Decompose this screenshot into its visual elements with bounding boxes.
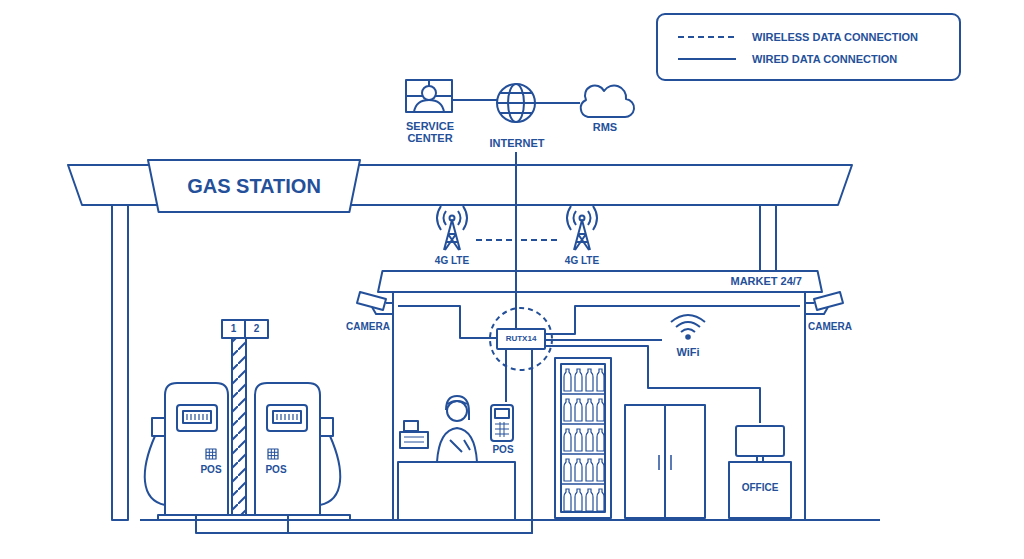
internet-node: INTERNET (482, 80, 552, 152)
pump-pos: POS (255, 383, 320, 515)
node-label: SERVICE CENTER (398, 120, 462, 144)
market-band: MARKET 24/7 (378, 271, 822, 292)
lte-tower-node: 4G LTE (428, 205, 476, 269)
fridge (555, 358, 611, 518)
wired-connector (546, 306, 800, 334)
lte-tower (567, 206, 597, 250)
pole-sign (222, 320, 268, 338)
market-wall (804, 292, 806, 520)
wired-connector (288, 350, 532, 533)
market-wall (392, 292, 394, 520)
wired-connector (552, 103, 572, 104)
pole-sign-divider (244, 320, 246, 338)
node-label: INTERNET (490, 137, 545, 149)
node-label: MARKET 24/7 (730, 275, 802, 287)
node-label: WiFi (676, 346, 699, 358)
callout-number: 1 (231, 323, 237, 334)
service-center: SERVICE CENTER (395, 76, 465, 152)
wifi-icon (671, 315, 705, 339)
cashier (437, 396, 477, 462)
wire-stub (452, 99, 497, 101)
node-label: RMS (593, 121, 617, 133)
camera-icon (805, 292, 843, 314)
internet-globe (497, 84, 535, 122)
gas-station-sign: GAS STATION (148, 160, 360, 212)
wireless-connector (476, 240, 516, 328)
rms-cloud (581, 85, 634, 117)
fuel-pump (145, 383, 228, 515)
legend-box (657, 14, 960, 80)
handheld-pos (491, 405, 513, 441)
wired-connector (465, 100, 482, 101)
wireless-connector (516, 240, 557, 328)
wire-stub (535, 102, 580, 104)
legend-solid-sample (678, 58, 736, 60)
node-label: CAMERA (346, 321, 390, 332)
office-node: OFFICE (728, 423, 792, 519)
legend-text: WIRELESS DATA CONNECTION (752, 31, 918, 43)
fuel-pump (255, 383, 340, 515)
node-label: GAS STATION (187, 175, 321, 197)
double-door (625, 405, 705, 518)
router-box: RUTX14 (496, 328, 546, 350)
node-label: POS (265, 464, 286, 475)
node-label: 4G LTE (435, 255, 469, 266)
lte-tower (437, 206, 467, 250)
node-label: 4G LTE (565, 255, 599, 266)
lte-tower-node: 4G LTE (557, 205, 607, 269)
office-computer (729, 426, 791, 518)
node-label: OFFICE (742, 482, 779, 493)
router-ring (490, 308, 552, 370)
cash-register (400, 421, 428, 448)
callout-number: 2 (254, 323, 260, 334)
wifi-node: WiFi (662, 314, 714, 364)
legend-text: WIRED DATA CONNECTION (752, 53, 897, 65)
camera-icon (357, 292, 393, 314)
wired-connector (546, 346, 760, 423)
wired-connector (506, 350, 507, 402)
wired-connector (196, 350, 532, 533)
node-label: POS (200, 464, 221, 475)
counter-desk (398, 462, 515, 520)
counter-pos: POS (486, 402, 520, 456)
pole (232, 338, 246, 515)
wired-connector (546, 340, 662, 341)
wired-connector (398, 306, 496, 338)
service-center-icon (406, 80, 452, 112)
camera-node: CAMERA (800, 289, 856, 335)
rms-node: RMS (572, 82, 638, 134)
canopy-pillar (760, 205, 776, 271)
node-label: POS (492, 444, 513, 455)
legend-dashed-sample (678, 36, 736, 38)
canopy-pillar (112, 205, 128, 520)
node-label: CAMERA (808, 321, 852, 332)
node-label: RUTX14 (506, 335, 537, 344)
pump-pos: POS (165, 383, 228, 515)
camera-node: CAMERA (344, 289, 398, 335)
